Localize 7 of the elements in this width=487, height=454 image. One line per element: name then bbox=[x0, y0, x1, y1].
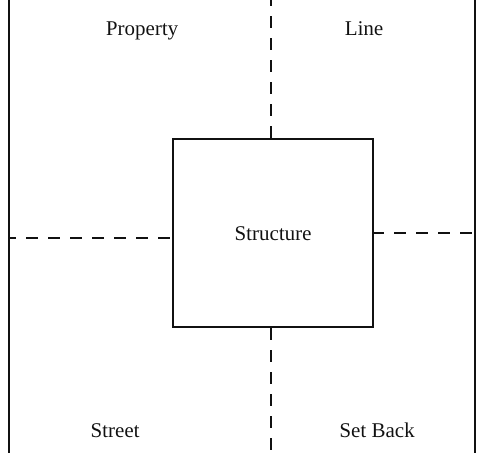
structure-label: Structure bbox=[234, 222, 312, 244]
setback-line bbox=[270, 0, 272, 138]
boundary-label: Property bbox=[106, 18, 178, 39]
structure-box bbox=[172, 138, 374, 328]
property-boundary bbox=[8, 0, 476, 453]
setback-line bbox=[8, 237, 170, 239]
setback-line bbox=[270, 328, 272, 453]
